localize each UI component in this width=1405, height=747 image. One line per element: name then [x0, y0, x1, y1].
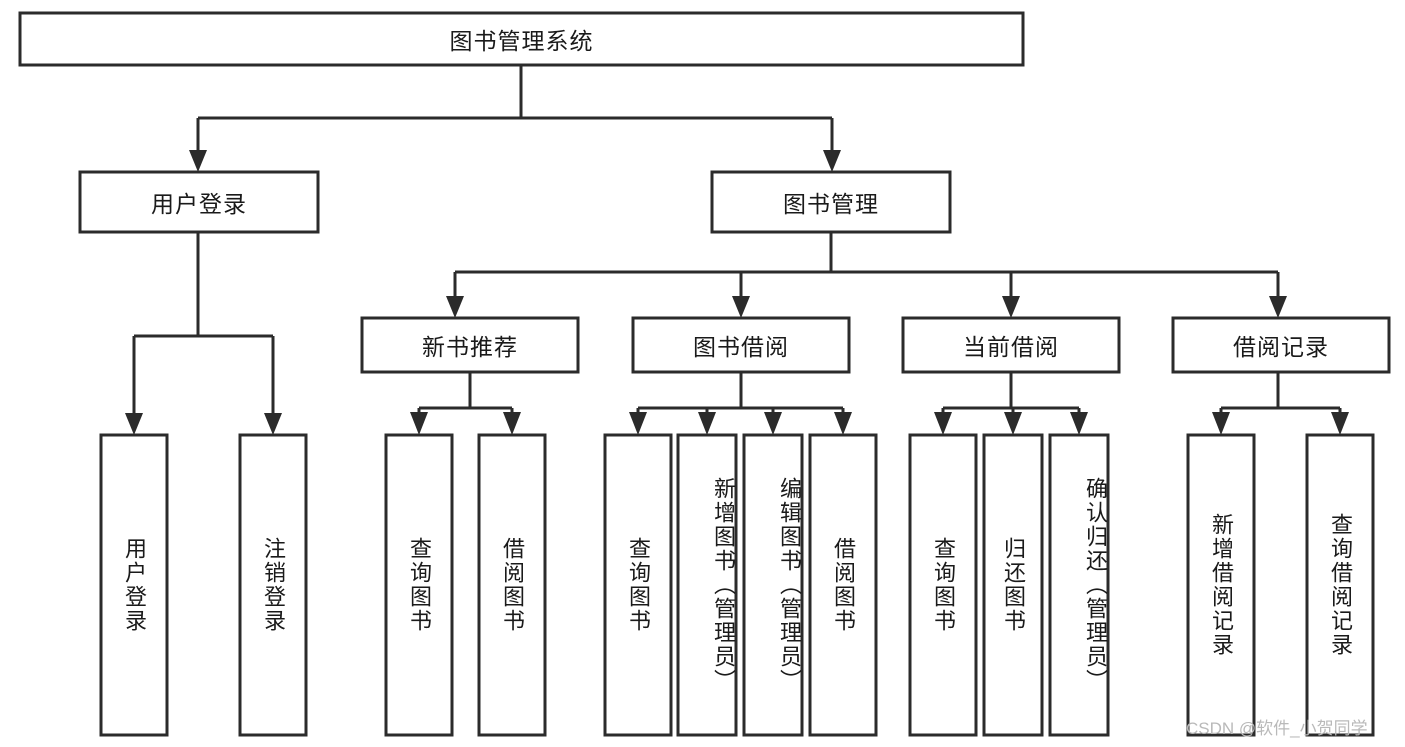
node-box-leaf-query-book-1[interactable]: [384, 433, 454, 737]
node-box-root[interactable]: [18, 11, 1025, 67]
edge-current-borrow-to-leaves: [934, 372, 1088, 435]
edge-user-login-to-leaves: [125, 232, 282, 435]
node-box-leaf-query-book-3[interactable]: [908, 433, 978, 737]
edge-book-manage-to-level3: [446, 232, 1287, 318]
node-box-leaf-return-book[interactable]: [982, 433, 1044, 737]
node-box-borrow-record[interactable]: [1171, 316, 1391, 374]
node-box-leaf-logout[interactable]: [238, 433, 308, 737]
node-box-leaf-add-record[interactable]: [1186, 433, 1256, 737]
node-box-current-borrow[interactable]: [901, 316, 1121, 374]
edge-root-to-level2: [189, 65, 841, 172]
node-box-leaf-confirm-return[interactable]: [1048, 433, 1110, 737]
node-box-leaf-query-record[interactable]: [1305, 433, 1375, 737]
edge-book-borrow-to-leaves: [629, 372, 852, 435]
node-box-leaf-query-book-2[interactable]: [603, 433, 673, 737]
node-box-leaf-user-login[interactable]: [99, 433, 169, 737]
node-box-leaf-borrow-book-1[interactable]: [477, 433, 547, 737]
edge-new-book-rec-to-leaves: [410, 372, 521, 435]
node-box-leaf-add-book[interactable]: [676, 433, 738, 737]
edge-borrow-record-to-leaves: [1212, 372, 1349, 435]
node-box-leaf-borrow-book-2[interactable]: [808, 433, 878, 737]
node-box-user-login[interactable]: [78, 170, 320, 234]
node-box-book-borrow[interactable]: [631, 316, 851, 374]
node-box-leaf-edit-book[interactable]: [742, 433, 804, 737]
node-box-new-book-rec[interactable]: [360, 316, 580, 374]
node-box-book-manage[interactable]: [710, 170, 952, 234]
